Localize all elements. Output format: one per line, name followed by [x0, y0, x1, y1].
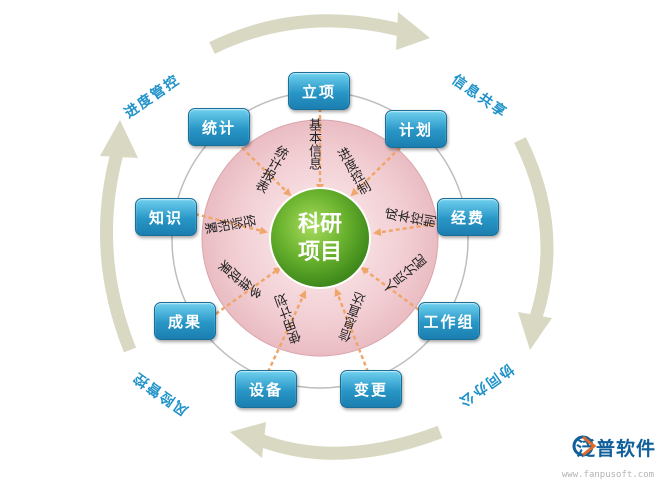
- node-gongzuozu: 工作组: [418, 302, 480, 340]
- brand-logo: 泛普软件: [572, 434, 656, 461]
- node-zhishi: 知识: [135, 198, 197, 236]
- node-tongji: 统计: [188, 108, 250, 146]
- center-title: 科研 项目: [270, 211, 370, 267]
- spoke-arrow-biangeng: [334, 288, 370, 373]
- node-lixiang: 立项: [288, 72, 350, 110]
- spoke-arrow-zhishi: [194, 212, 268, 235]
- label-jiben-xinxi: 基本信息: [306, 118, 321, 170]
- node-chengguo: 成果: [154, 302, 216, 340]
- cycle-arrowhead-top: [396, 12, 430, 50]
- center-title-line1: 科研: [297, 212, 342, 237]
- center-circle: [269, 187, 371, 289]
- node-shebei: 设备: [235, 370, 297, 408]
- logo-mark-icon: [572, 435, 597, 457]
- cycle-arrow-left: [99, 148, 137, 353]
- node-biangeng: 变更: [340, 370, 402, 408]
- cycle-arrow-top: [209, 14, 402, 54]
- center-title-line2: 项目: [297, 240, 342, 265]
- cycle-arrow-bottom: [257, 425, 443, 460]
- logo-url: www.fanpusoft.com: [561, 470, 654, 480]
- spoke-arrow-chengguo: [209, 266, 282, 320]
- cycle-arrows: [99, 12, 554, 460]
- node-jihua: 计划: [385, 110, 447, 148]
- spoke-arrow-shebei: [266, 290, 307, 373]
- cycle-arrowhead-right: [518, 312, 552, 350]
- node-jingfei: 经费: [437, 198, 499, 236]
- cycle-arrowhead-left: [100, 120, 138, 158]
- cycle-arrow-right: [514, 137, 554, 323]
- cycle-arrowhead-bottom: [230, 422, 266, 458]
- logo-name: 泛普软件: [575, 438, 656, 460]
